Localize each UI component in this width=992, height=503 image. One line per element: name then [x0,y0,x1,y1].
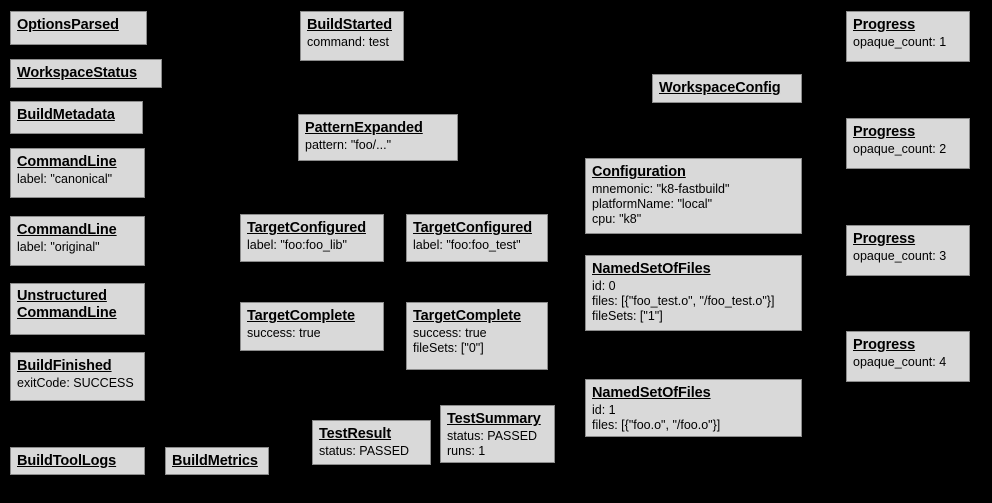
node-fields: status: PASSED [319,444,424,459]
node-field: status: PASSED [447,429,538,443]
node-title: PatternExpanded [305,120,423,136]
node-target-configured-foo-lib[interactable]: TargetConfigured label: "foo:foo_lib" [240,214,384,262]
node-title: BuildMetadata [17,107,115,123]
node-title: TargetConfigured [247,220,366,236]
node-title: Progress [853,337,916,353]
node-field: platformName: "local" [592,197,713,211]
node-field: exitCode: SUCCESS [17,376,134,390]
node-title: TestResult [319,426,392,442]
node-title: Progress [853,231,916,247]
node-build-tool-logs[interactable]: BuildToolLogs [10,447,145,475]
node-build-finished[interactable]: BuildFinished exitCode: SUCCESS [10,352,145,401]
node-field: cpu: "k8" [592,212,642,226]
node-fields: label: "foo:foo_test" [413,238,541,253]
node-field: success: true [413,326,487,340]
node-field: label: "original" [17,240,100,254]
node-fields: opaque_count: 2 [853,142,963,157]
node-title: Unstructured CommandLine [17,288,117,321]
node-field: label: "canonical" [17,172,113,186]
node-command-line-canonical[interactable]: CommandLine label: "canonical" [10,148,145,198]
node-field: opaque_count: 2 [853,142,947,156]
node-fields: label: "original" [17,240,138,255]
node-build-started[interactable]: BuildStarted command: test [300,11,404,61]
node-title: CommandLine [17,154,117,170]
node-target-complete-lib[interactable]: TargetComplete success: true [240,302,384,351]
node-title: TargetConfigured [413,220,532,236]
node-field: pattern: "foo/..." [305,138,392,152]
node-unstructured-command-line[interactable]: Unstructured CommandLine [10,283,145,335]
node-title: TestSummary [447,411,541,427]
node-field: files: [{"foo_test.o", "/foo_test.o"}] [592,294,775,308]
node-title: NamedSetOfFiles [592,385,711,401]
node-field: runs: 1 [447,444,486,458]
node-field: opaque_count: 4 [853,355,947,369]
node-progress-2[interactable]: Progress opaque_count: 2 [846,118,970,169]
node-fields: exitCode: SUCCESS [17,376,138,391]
node-field: mnemonic: "k8-fastbuild" [592,182,730,196]
node-title: BuildFinished [17,358,112,374]
node-progress-1[interactable]: Progress opaque_count: 1 [846,11,970,62]
node-options-parsed[interactable]: OptionsParsed [10,11,147,45]
node-fields: opaque_count: 4 [853,355,963,370]
node-title: BuildStarted [307,17,393,33]
node-title: CommandLine [17,222,117,238]
node-test-result[interactable]: TestResult status: PASSED [312,420,431,465]
node-title: TargetComplete [413,308,521,324]
node-field: success: true [247,326,321,340]
node-target-configured-foo-test[interactable]: TargetConfigured label: "foo:foo_test" [406,214,548,262]
node-field: opaque_count: 3 [853,249,947,263]
node-field: command: test [307,35,389,49]
node-title: WorkspaceConfig [659,80,781,96]
node-progress-4[interactable]: Progress opaque_count: 4 [846,331,970,382]
node-title: Progress [853,124,916,140]
node-title: OptionsParsed [17,17,119,33]
node-command-line-original[interactable]: CommandLine label: "original" [10,216,145,266]
node-field: fileSets: ["0"] [413,341,484,355]
node-title: BuildMetrics [172,453,258,469]
node-title: WorkspaceStatus [17,65,137,81]
node-fields: success: true [247,326,377,341]
node-field: label: "foo:foo_test" [413,238,521,252]
node-fields: command: test [307,35,397,50]
node-build-metrics[interactable]: BuildMetrics [165,447,269,475]
node-field: label: "foo:foo_lib" [247,238,347,252]
node-title: NamedSetOfFiles [592,261,711,277]
node-pattern-expanded[interactable]: PatternExpanded pattern: "foo/..." [298,114,458,161]
node-field: files: [{"foo.o", "/foo.o"}] [592,418,721,432]
node-workspace-status[interactable]: WorkspaceStatus [10,59,162,88]
node-field: fileSets: ["1"] [592,309,663,323]
node-build-metadata[interactable]: BuildMetadata [10,101,143,134]
node-configuration[interactable]: Configuration mnemonic: "k8-fastbuild"pla… [585,158,802,234]
node-progress-3[interactable]: Progress opaque_count: 3 [846,225,970,276]
node-field: id: 1 [592,403,616,417]
node-fields: label: "canonical" [17,172,138,187]
node-title: TargetComplete [247,308,355,324]
node-field: opaque_count: 1 [853,35,947,49]
node-title: Progress [853,17,916,33]
node-fields: label: "foo:foo_lib" [247,238,377,253]
node-field: id: 0 [592,279,616,293]
node-title: Configuration [592,164,686,180]
node-fields: pattern: "foo/..." [305,138,451,153]
node-field: status: PASSED [319,444,410,458]
node-workspace-config[interactable]: WorkspaceConfig [652,74,802,103]
node-fields: opaque_count: 3 [853,249,963,264]
node-fields: mnemonic: "k8-fastbuild"platformName: "l… [592,182,795,227]
node-title: BuildToolLogs [17,453,117,469]
node-fields: opaque_count: 1 [853,35,963,50]
